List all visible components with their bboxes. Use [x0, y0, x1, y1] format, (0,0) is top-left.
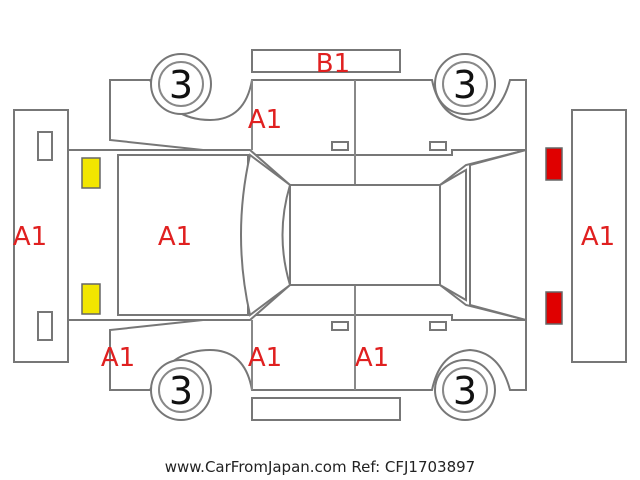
front-bumper-slot-bottom	[37, 311, 53, 341]
damage-code-roof-top: B1	[316, 49, 350, 79]
rear-window	[439, 168, 467, 302]
front-lamp-bottom	[81, 283, 101, 315]
damage-code-right-rear-door: A1	[248, 343, 282, 373]
right-side-body	[109, 314, 527, 391]
left-front-handle	[429, 141, 447, 151]
rear-lamp-bottom	[545, 291, 563, 325]
windshield	[240, 153, 292, 317]
damage-code-rear-bumper: A1	[581, 222, 615, 252]
right-front-handle	[429, 321, 447, 331]
footer-reference: www.CarFromJapan.com Ref: CFJ1703897	[165, 458, 475, 476]
damage-code-left-front-fender: A1	[101, 343, 135, 373]
front-lamp-top	[81, 157, 101, 189]
damage-code-left-rear-door: A1	[248, 105, 282, 135]
tire-grade-rear-left: 3	[169, 369, 193, 413]
tire-grade-front-right: 3	[453, 63, 477, 107]
tire-rear-right: 3	[434, 359, 496, 421]
tire-front-right: 3	[434, 53, 496, 115]
tailgate	[469, 148, 527, 322]
tire-grade-front-left: 3	[169, 63, 193, 107]
left-rear-handle	[331, 141, 349, 151]
front-bumper-slot-top	[37, 131, 53, 161]
tire-front-left: 3	[150, 53, 212, 115]
damage-code-front-bumper: A1	[13, 222, 47, 252]
rear-lamp-top	[545, 147, 563, 181]
roof-top-strip	[251, 49, 401, 73]
right-rear-handle	[331, 321, 349, 331]
rear-bumper-shape	[571, 109, 627, 363]
tire-grade-rear-right: 3	[453, 369, 477, 413]
damage-code-right-front-door: A1	[355, 343, 389, 373]
front-bumper-shape	[13, 109, 69, 363]
damage-code-bonnet: A1	[158, 222, 192, 252]
roof-bottom-strip	[251, 397, 401, 421]
roof-panel	[289, 184, 441, 286]
tire-rear-left: 3	[150, 359, 212, 421]
